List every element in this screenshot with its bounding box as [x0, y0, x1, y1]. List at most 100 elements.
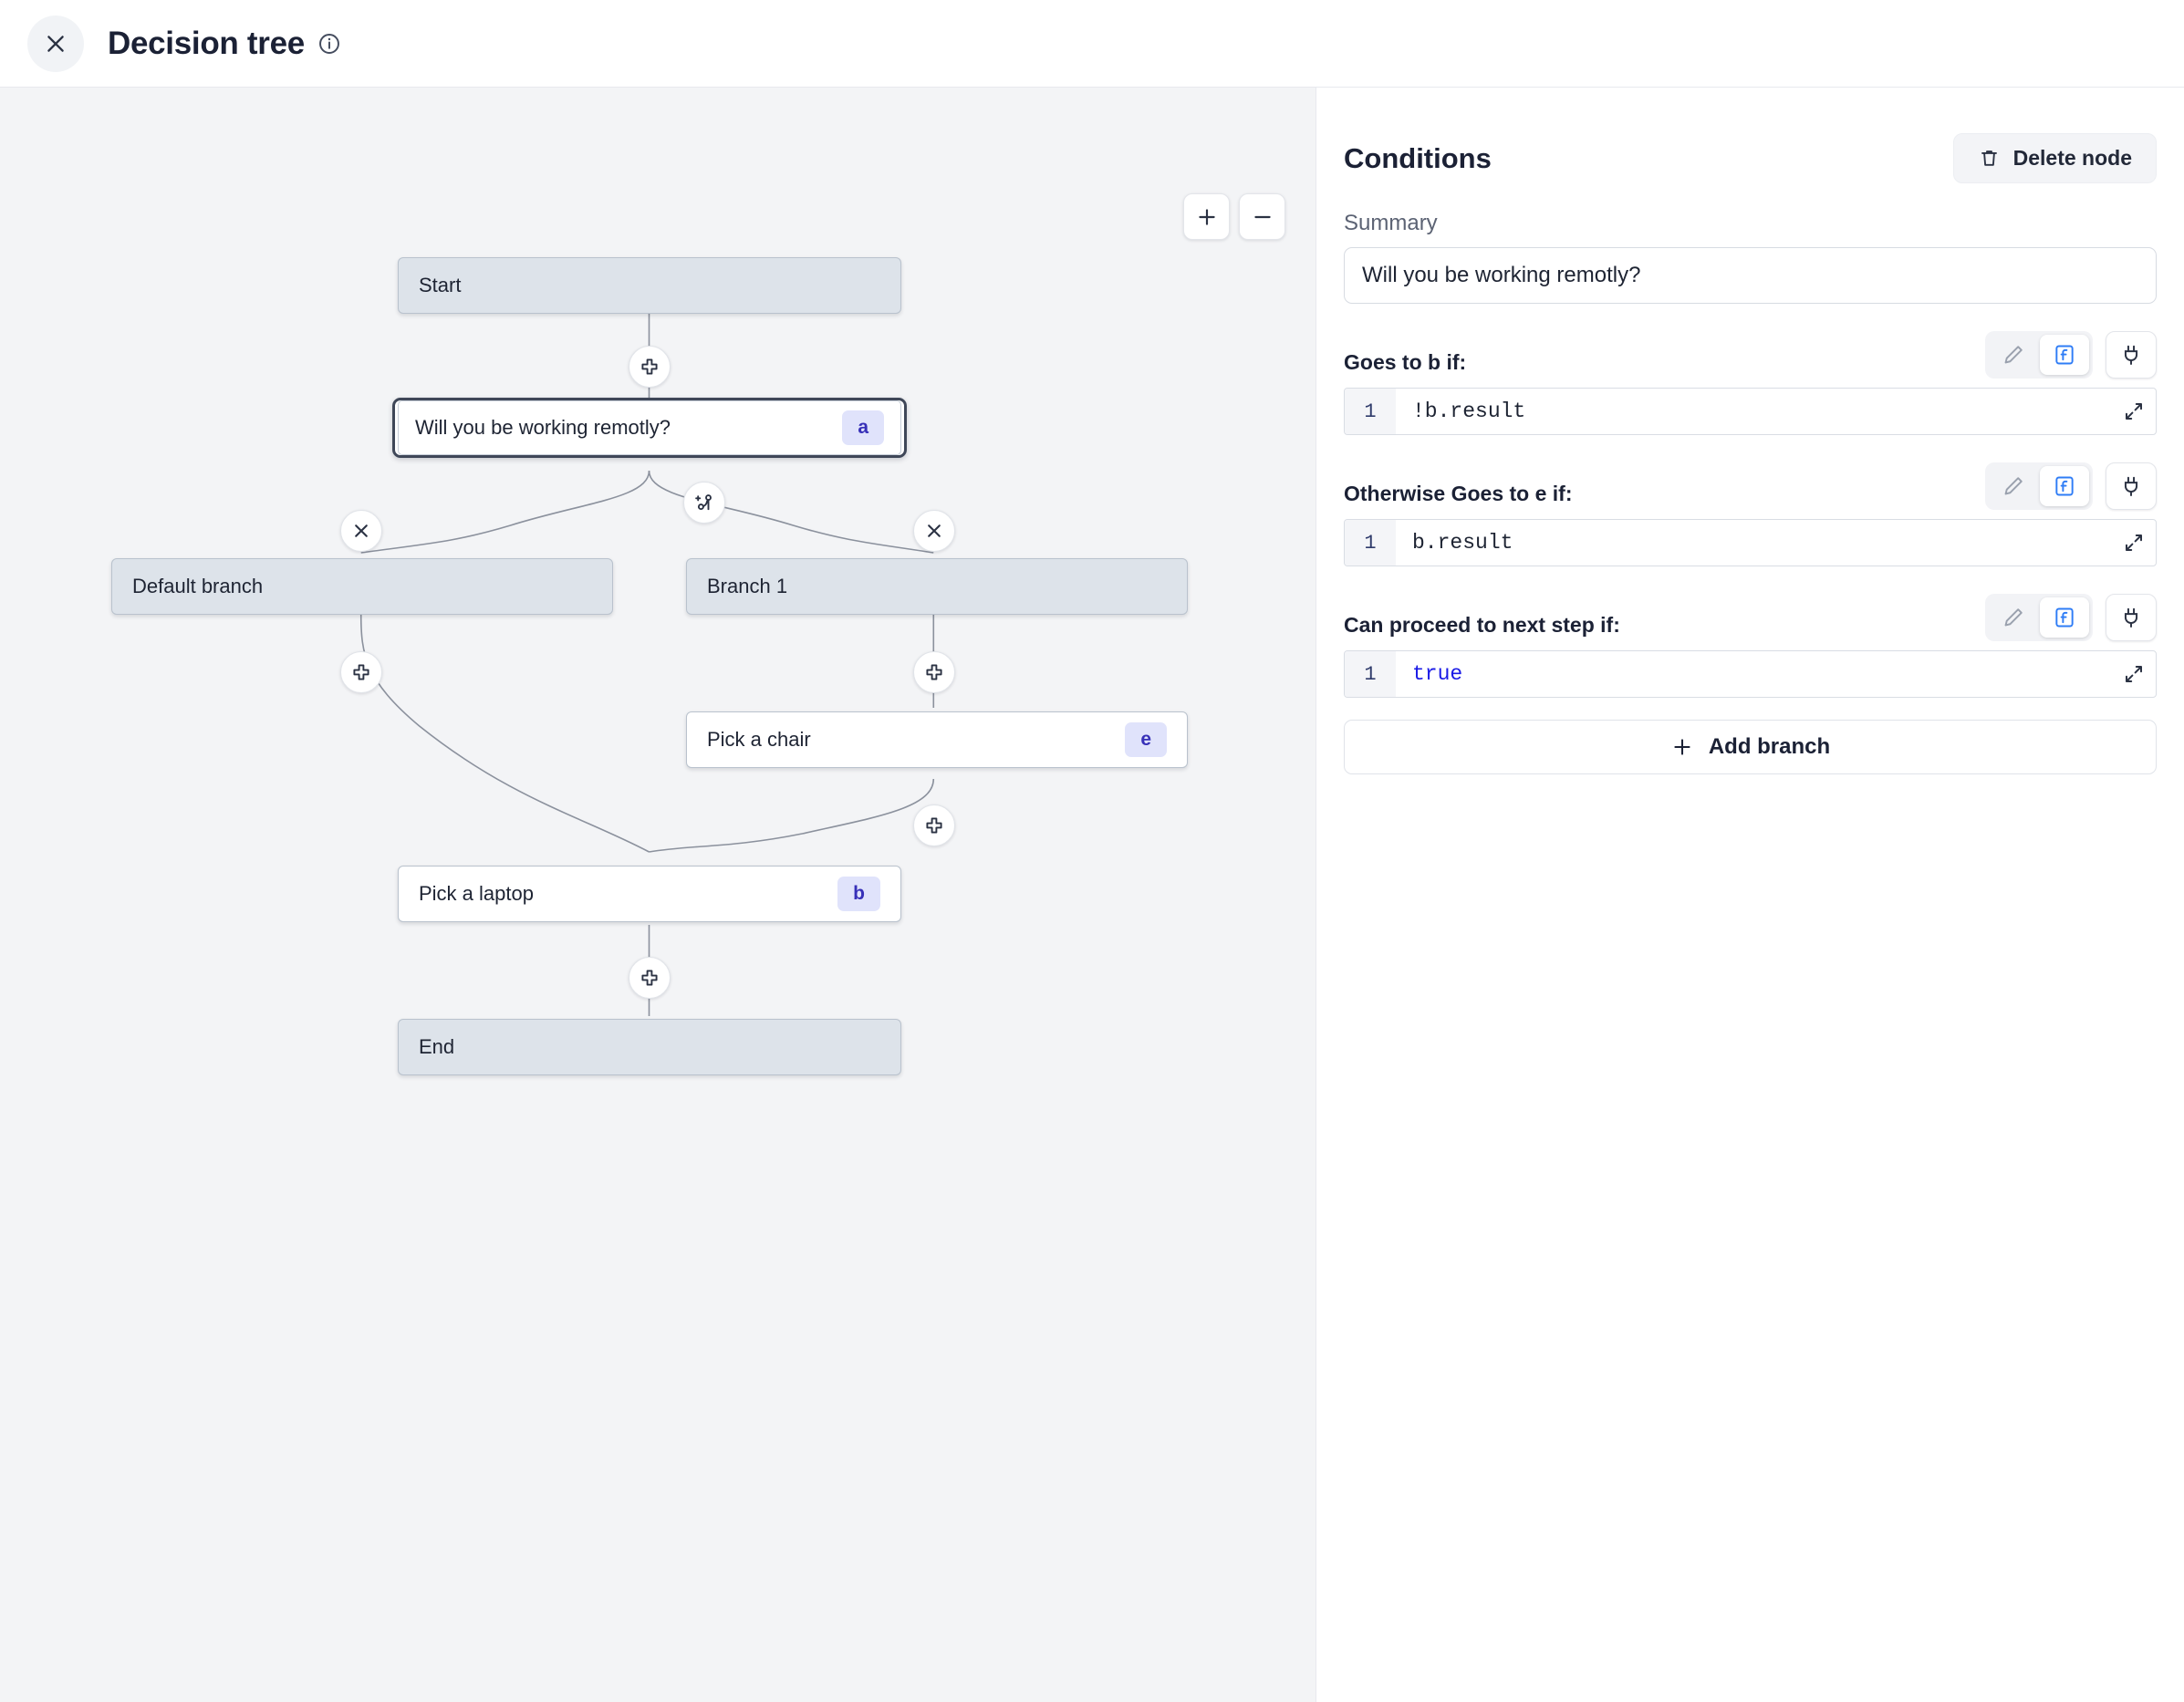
plus-icon: [641, 970, 658, 986]
plug-icon: [2124, 607, 2138, 628]
node-branch-1[interactable]: Branch 1: [686, 558, 1188, 615]
function-icon: [2055, 607, 2074, 628]
code-content[interactable]: b.result: [1412, 531, 1513, 555]
graph: Start Will you be working remotly? a Def…: [0, 88, 1316, 1702]
function-mode-button[interactable]: [2040, 466, 2089, 506]
node-label: End: [419, 1035, 455, 1058]
close-icon: [928, 524, 941, 537]
close-icon: [355, 524, 368, 537]
code-editor[interactable]: 1 !b.result: [1344, 388, 2157, 435]
plus-icon: [353, 664, 369, 680]
condition-label: Can proceed to next step if:: [1344, 613, 1620, 637]
add-node-after-start-button[interactable]: [629, 346, 671, 388]
text-mode-button[interactable]: [1989, 335, 2038, 375]
add-branch-handle-button[interactable]: [683, 482, 725, 524]
connect-input-button[interactable]: [2106, 331, 2157, 379]
info-icon: [318, 33, 339, 54]
plus-icon: [1674, 739, 1690, 755]
pencil-icon: [2004, 477, 2023, 495]
zoom-in-button[interactable]: [1183, 193, 1230, 240]
page-title: Decision tree: [108, 25, 305, 61]
text-mode-button[interactable]: [1989, 466, 2038, 506]
delete-default-branch-button[interactable]: [340, 510, 382, 552]
node-label: Branch 1: [707, 575, 788, 597]
node-label: Start: [419, 274, 462, 296]
plus-icon: [1198, 208, 1215, 225]
top-bar: Decision tree: [0, 0, 2184, 88]
expand-editor-button[interactable]: [2116, 656, 2152, 692]
condition-label: Otherwise Goes to e if:: [1344, 482, 1573, 505]
connect-input-button[interactable]: [2106, 594, 2157, 641]
delete-node-button[interactable]: Delete node: [1952, 133, 2157, 183]
condition-label: Goes to b if:: [1344, 350, 1467, 374]
condition-tools: [1985, 594, 2157, 641]
editor-mode-toggle: [1985, 462, 2093, 510]
close-icon: [47, 35, 64, 52]
condition-tools: [1985, 331, 2157, 379]
close-button[interactable]: [27, 15, 84, 72]
line-number: 1: [1345, 389, 1396, 434]
function-mode-button[interactable]: [2040, 335, 2089, 375]
panel-title: Conditions: [1344, 141, 1492, 174]
line-number: 1: [1345, 520, 1396, 566]
connect-input-button[interactable]: [2106, 462, 2157, 510]
node-pick-a-chair[interactable]: Pick a chair e: [686, 711, 1188, 768]
node-label: Pick a chair: [707, 728, 811, 751]
plus-icon: [641, 358, 658, 375]
function-icon: [2055, 345, 2074, 365]
expand-editor-button[interactable]: [2116, 524, 2152, 561]
add-node-after-default-branch-button[interactable]: [340, 651, 382, 693]
branch-plus-icon: [695, 494, 712, 511]
node-pick-a-laptop[interactable]: Pick a laptop b: [398, 866, 901, 922]
text-mode-button[interactable]: [1989, 597, 2038, 638]
function-icon: [2055, 476, 2074, 496]
function-mode-button[interactable]: [2040, 597, 2089, 638]
node-end[interactable]: End: [398, 1019, 901, 1075]
code-content[interactable]: !b.result: [1412, 400, 1526, 423]
node-badge: b: [837, 877, 880, 911]
add-node-after-pick-a-chair-button[interactable]: [913, 804, 955, 846]
zoom-out-button[interactable]: [1239, 193, 1285, 240]
minus-icon: [1253, 215, 1271, 218]
plug-icon: [2124, 345, 2138, 365]
zoom-controls: [1183, 193, 1285, 240]
node-badge: e: [1125, 722, 1167, 757]
node-badge: a: [842, 410, 884, 445]
code-editor[interactable]: 1 true: [1344, 650, 2157, 698]
expand-icon: [2126, 534, 2142, 551]
summary-input[interactable]: [1344, 247, 2157, 304]
node-default-branch[interactable]: Default branch: [111, 558, 613, 615]
node-label: Will you be working remotly?: [415, 416, 671, 439]
node-will-you-be-working-remotly[interactable]: Will you be working remotly? a: [392, 398, 907, 458]
node-start[interactable]: Start: [398, 257, 901, 314]
plus-icon: [926, 664, 942, 680]
editor-mode-toggle: [1985, 331, 2093, 379]
code-editor[interactable]: 1 b.result: [1344, 519, 2157, 566]
pencil-icon: [2004, 346, 2023, 364]
expand-icon: [2126, 666, 2142, 682]
flow-canvas[interactable]: Start Will you be working remotly? a Def…: [0, 88, 1316, 1702]
plug-icon: [2124, 476, 2138, 496]
plus-icon: [926, 817, 942, 834]
info-button[interactable]: [317, 32, 341, 56]
summary-label: Summary: [1344, 211, 1438, 235]
editor-mode-toggle: [1985, 594, 2093, 641]
condition-block-can-proceed: Can proceed to next step if:: [1344, 594, 2157, 698]
condition-block-otherwise-goes-to-e: Otherwise Goes to e if:: [1344, 462, 2157, 566]
add-branch-label: Add branch: [1708, 734, 1831, 759]
node-label: Pick a laptop: [419, 882, 534, 905]
line-number: 1: [1345, 651, 1396, 697]
add-branch-button[interactable]: Add branch: [1344, 720, 2157, 774]
code-content[interactable]: true: [1412, 662, 1463, 686]
expand-editor-button[interactable]: [2116, 393, 2152, 430]
node-label: Default branch: [132, 575, 264, 597]
delete-node-label: Delete node: [2012, 146, 2132, 170]
pencil-icon: [2004, 608, 2023, 627]
delete-branch-1-button[interactable]: [913, 510, 955, 552]
trash-icon: [1981, 150, 1997, 166]
condition-block-goes-to-b: Goes to b if:: [1344, 331, 2157, 435]
add-node-after-branch-1-button[interactable]: [913, 651, 955, 693]
condition-tools: [1985, 462, 2157, 510]
add-node-after-pick-a-laptop-button[interactable]: [629, 957, 671, 999]
body: Start Will you be working remotly? a Def…: [0, 88, 2184, 1702]
